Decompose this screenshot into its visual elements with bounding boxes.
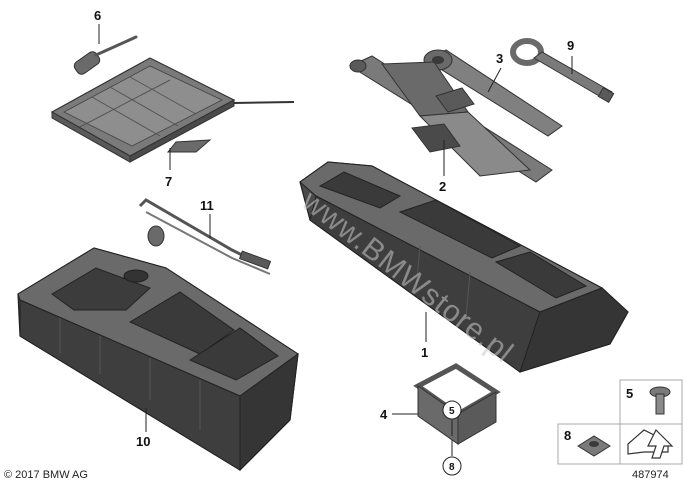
lug-wrench-bolt-part[interactable] xyxy=(138,198,272,275)
callout-9: 9 xyxy=(567,38,574,53)
callout-1: 1 xyxy=(421,345,428,360)
diagram-id: 487974 xyxy=(632,469,669,481)
callout-7: 7 xyxy=(165,174,172,189)
nut-legend-item[interactable]: 8 xyxy=(564,428,611,457)
legend-box xyxy=(557,379,683,465)
foam-tray-left-part[interactable] xyxy=(17,247,299,472)
ring-callout-5: 5 xyxy=(449,406,455,417)
callout-10: 10 xyxy=(136,434,150,449)
copyright-text: © 2017 BMW AG xyxy=(4,469,88,481)
scissor-jack-part[interactable] xyxy=(348,55,553,183)
legend-callout-8: 8 xyxy=(564,428,571,443)
callout-6: 6 xyxy=(94,8,101,23)
callout-2: 2 xyxy=(439,179,446,194)
leader-line-3 xyxy=(487,67,502,93)
ring-callout-8-circle xyxy=(442,456,462,476)
towing-eye-part[interactable] xyxy=(510,38,615,104)
bolt-legend-item[interactable]: 5 xyxy=(626,386,671,415)
arrow-icon xyxy=(627,428,674,459)
callout-4: 4 xyxy=(380,407,388,422)
foam-tray-right-part[interactable] xyxy=(299,161,629,373)
ring-callout-8: 8 xyxy=(449,462,455,473)
ring-callout-5-circle xyxy=(442,400,462,420)
callout-11: 11 xyxy=(200,198,214,213)
legend-callout-5: 5 xyxy=(626,386,633,401)
screwdriver-part[interactable] xyxy=(72,35,138,76)
callout-3: 3 xyxy=(496,51,503,66)
tool-mat-part[interactable] xyxy=(50,57,295,163)
